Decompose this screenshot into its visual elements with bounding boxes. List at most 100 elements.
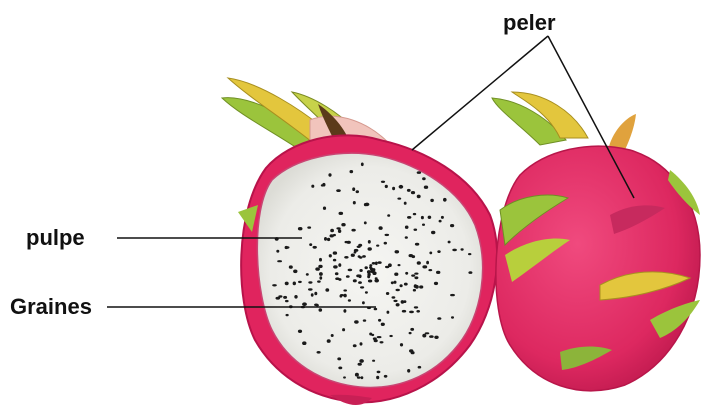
seed <box>363 319 366 321</box>
seed <box>407 189 411 192</box>
seed <box>468 271 472 274</box>
seeds-label: Graines <box>10 296 92 318</box>
seed <box>384 242 387 245</box>
seed <box>353 201 356 204</box>
seed <box>361 376 364 379</box>
seed <box>293 282 296 286</box>
seed <box>410 328 414 331</box>
seed <box>378 261 382 264</box>
seed <box>426 261 429 265</box>
seed <box>343 289 347 291</box>
seed <box>340 294 344 296</box>
seed <box>325 288 329 292</box>
seed <box>419 285 423 288</box>
seed <box>343 376 346 378</box>
seed <box>434 282 438 285</box>
seed <box>429 252 432 255</box>
seed <box>285 246 288 249</box>
seed <box>418 366 422 369</box>
seed <box>348 299 351 301</box>
seed <box>388 263 392 267</box>
seed <box>285 282 289 286</box>
seed <box>333 251 337 254</box>
seed <box>450 294 455 296</box>
seed <box>437 317 441 320</box>
pulp-label: pulpe <box>26 227 85 249</box>
seed <box>355 373 359 377</box>
seed <box>272 284 277 286</box>
seed <box>347 241 351 244</box>
seed <box>387 311 390 314</box>
seed <box>399 185 404 189</box>
seed <box>376 245 379 247</box>
seed <box>357 246 361 248</box>
seed <box>413 289 416 292</box>
seed <box>409 332 412 334</box>
seed <box>353 344 357 347</box>
seed <box>277 260 282 262</box>
seed <box>358 363 362 366</box>
seed <box>396 303 400 306</box>
seed <box>386 292 389 295</box>
seed <box>343 309 346 313</box>
seed <box>377 371 381 374</box>
seed <box>422 224 425 226</box>
seed <box>342 328 345 331</box>
seed <box>411 274 415 276</box>
seed <box>450 224 454 227</box>
seed <box>308 288 313 290</box>
seed <box>330 229 334 233</box>
seed <box>333 234 336 236</box>
seed <box>431 231 435 234</box>
seed <box>417 171 421 174</box>
seed <box>298 281 302 283</box>
seed <box>428 269 432 271</box>
seed <box>404 202 407 205</box>
seed <box>368 280 372 283</box>
seed <box>368 247 372 250</box>
seed <box>402 310 406 313</box>
seed <box>371 334 374 336</box>
seed <box>394 273 398 276</box>
seed <box>351 229 355 232</box>
seed <box>378 319 381 322</box>
seed <box>289 265 293 268</box>
seed <box>353 279 357 282</box>
seed <box>339 212 344 215</box>
seed <box>285 300 289 302</box>
seed <box>392 187 395 190</box>
seed <box>405 272 408 275</box>
seed <box>362 255 366 258</box>
seed <box>313 246 317 249</box>
seed <box>394 281 397 284</box>
seed <box>397 198 401 200</box>
seed <box>360 342 363 345</box>
seed <box>365 291 368 293</box>
seed <box>302 302 307 306</box>
seed <box>407 369 410 373</box>
seed <box>321 184 324 186</box>
seed <box>400 284 403 287</box>
seed <box>374 308 378 311</box>
seed <box>278 295 282 297</box>
seed <box>369 264 372 267</box>
seed <box>351 254 355 257</box>
seed <box>416 310 420 313</box>
seed <box>379 226 383 230</box>
seed <box>385 234 390 236</box>
seed <box>319 258 322 262</box>
seed <box>307 226 311 228</box>
seed <box>405 226 409 229</box>
seed <box>367 270 371 274</box>
seed <box>372 360 375 362</box>
seed <box>409 349 413 352</box>
seed <box>360 286 364 288</box>
seed <box>286 314 289 316</box>
seed <box>354 251 357 254</box>
seed <box>338 367 342 370</box>
seed <box>319 308 323 312</box>
seed <box>468 253 471 255</box>
seed <box>358 255 361 258</box>
seed <box>276 250 279 253</box>
